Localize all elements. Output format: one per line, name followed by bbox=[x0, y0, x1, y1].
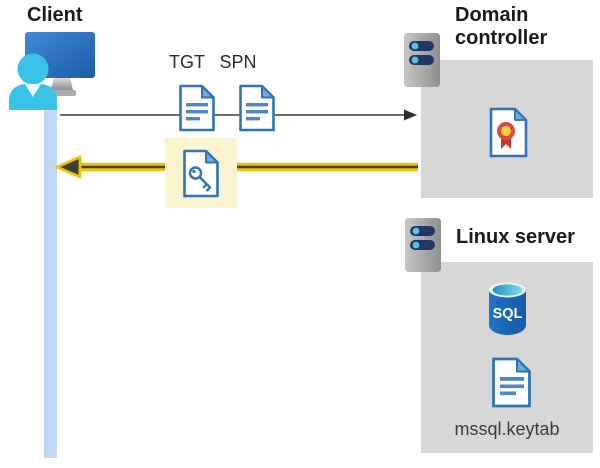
spn-label: SPN bbox=[219, 52, 257, 72]
sql-badge-text: SQL bbox=[493, 306, 523, 322]
user-workstation-icon bbox=[9, 32, 95, 110]
domain-controller-server-icon bbox=[404, 33, 440, 87]
keytab-document-icon bbox=[492, 357, 531, 408]
tgt-label: TGT bbox=[169, 52, 205, 72]
person-head bbox=[17, 53, 49, 85]
key-document-icon bbox=[183, 149, 219, 198]
linux-server-title: Linux server bbox=[456, 226, 575, 248]
domain-controller-title: Domain controller bbox=[455, 4, 548, 49]
linux-server-icon bbox=[405, 218, 441, 272]
request-arrowhead-icon bbox=[404, 109, 417, 121]
client-title: Client bbox=[27, 4, 83, 26]
response-arrowhead-icon bbox=[55, 155, 82, 179]
client-lifeline bbox=[44, 86, 57, 458]
sql-database-icon: SQL bbox=[489, 282, 526, 335]
spn-document-icon bbox=[239, 84, 275, 132]
certificate-icon bbox=[489, 107, 528, 158]
keytab-filename-label: mssql.keytab bbox=[454, 419, 560, 439]
monitor-stand bbox=[51, 78, 73, 90]
person-collar bbox=[25, 84, 41, 97]
tgt-document-icon bbox=[179, 84, 215, 132]
